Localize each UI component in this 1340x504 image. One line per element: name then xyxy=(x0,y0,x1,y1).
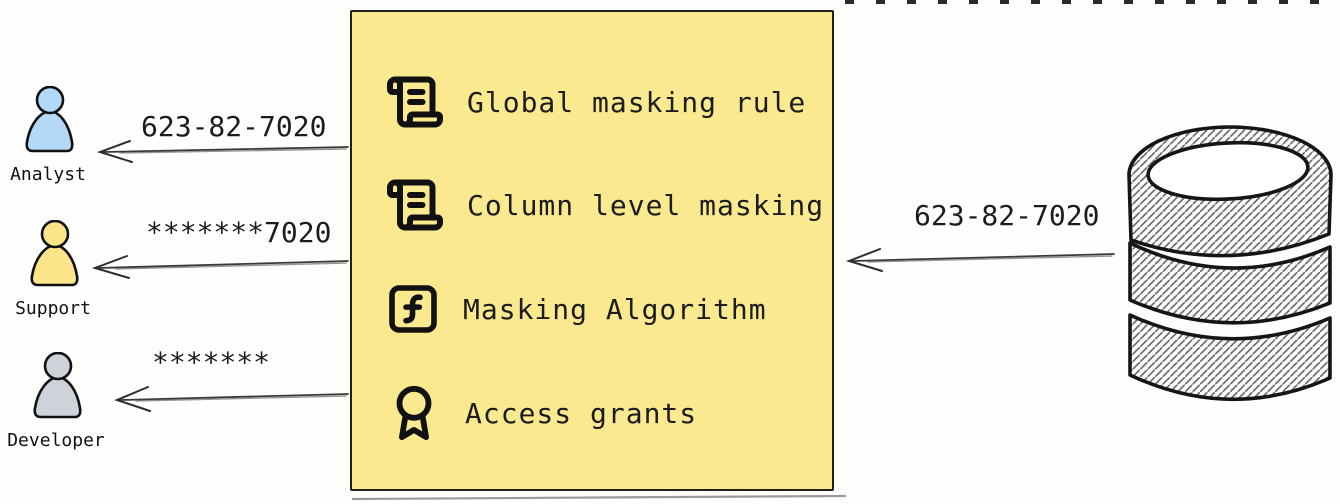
rule-label: Masking Algorithm xyxy=(463,292,767,326)
persona-label: Support xyxy=(15,298,91,319)
arrow-to-developer xyxy=(114,386,349,412)
person-icon xyxy=(30,220,79,287)
person-icon xyxy=(25,86,74,153)
arrow-to-support xyxy=(91,255,349,279)
developer-visible-value: ******* xyxy=(152,346,271,379)
analyst-visible-value: 623-82-7020 xyxy=(141,110,327,143)
arrow-from-database xyxy=(845,248,1115,272)
arrow-to-analyst xyxy=(96,140,349,163)
scroll-text-icon xyxy=(387,179,443,231)
box-sketch-underline xyxy=(351,494,847,501)
masking-rule-row: Global masking rule xyxy=(385,67,806,137)
database-icon xyxy=(1127,125,1333,402)
persona-support: Support xyxy=(1,220,105,319)
rule-label: Global masking rule xyxy=(467,85,807,119)
rule-label: Access grants xyxy=(465,396,698,430)
persona-developer: Developer xyxy=(4,352,108,451)
masking-rule-row: Masking Algorithm xyxy=(385,274,767,344)
masking-rules-box: Global masking rule Column level masking… xyxy=(350,10,834,491)
persona-label: Developer xyxy=(7,430,105,451)
function-square-icon xyxy=(389,285,437,333)
rule-label: Column level masking xyxy=(467,188,825,222)
database-outgoing-value: 623-82-7020 xyxy=(914,199,1100,232)
support-visible-value: *******7020 xyxy=(146,216,332,249)
award-icon xyxy=(396,385,432,441)
persona-analyst: Analyst xyxy=(0,86,100,185)
person-icon xyxy=(33,352,82,419)
masking-rule-row: Access grants xyxy=(385,378,697,448)
scroll-text-icon xyxy=(387,76,443,128)
masking-rule-row: Column level masking xyxy=(385,170,824,240)
persona-label: Analyst xyxy=(10,164,86,185)
